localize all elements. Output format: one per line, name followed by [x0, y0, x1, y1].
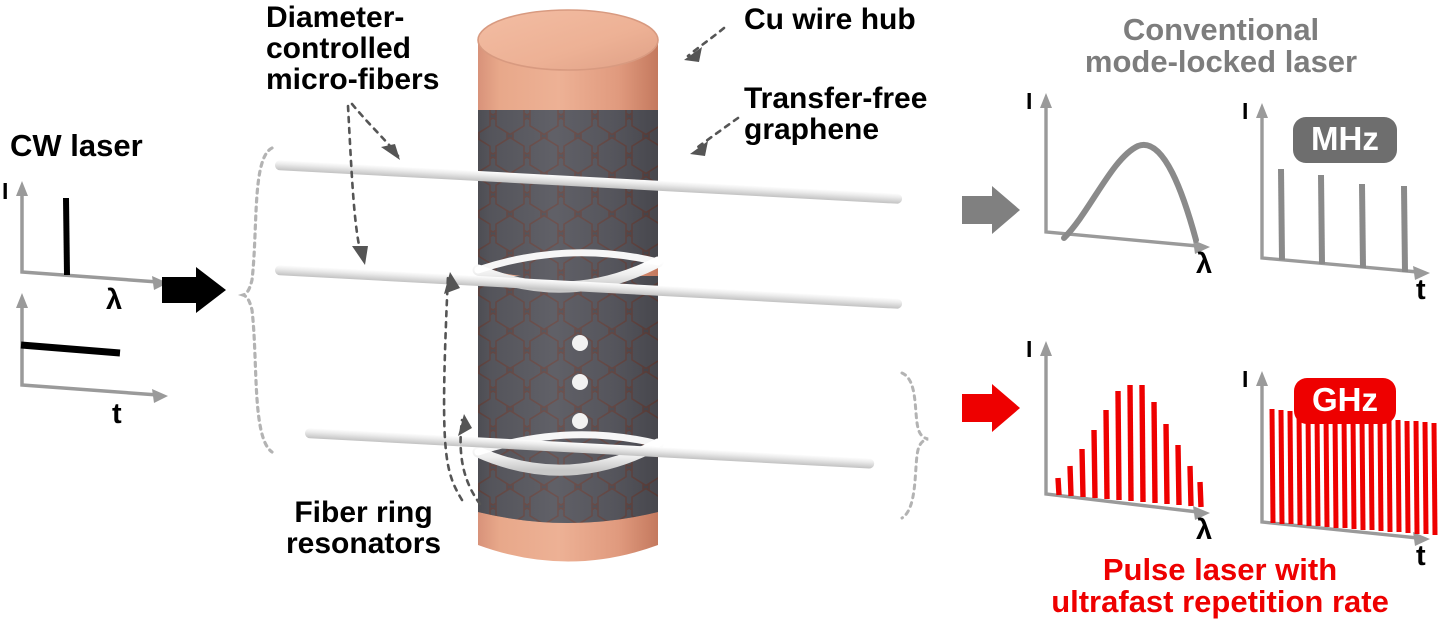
mhz-badge-text: MHz [1311, 120, 1379, 157]
ghz-spectrum-x-arrowhead [1193, 506, 1210, 520]
ghz-spectral-lines [1055, 384, 1204, 508]
cw-spectral-line [63, 197, 70, 276]
micro-fiber-rod-bottom [304, 428, 875, 469]
cw-continuous-wave-line [20, 341, 121, 357]
diameter-controlled-label: Diameter- controlled micro-fibers [266, 1, 440, 97]
cw-time-axes [20, 300, 159, 397]
cw-time-y-arrowhead [16, 293, 28, 308]
red-block-arrow-icon [962, 384, 1020, 432]
ghz-spectrum-x-axis-label: λ [1196, 514, 1213, 546]
cw-time-x-axis-label: t [112, 398, 122, 430]
conv-spectrum-envelope-curve [1061, 141, 1199, 243]
ghz-spectrum-y-axis-label: I [1026, 336, 1033, 362]
fiber-ring-resonators-label: Fiber ring resonators [286, 496, 442, 561]
ghz-pulse-y-arrowhead [1256, 371, 1268, 386]
conv-spectrum-x-arrowhead [1193, 240, 1210, 254]
cw-spectrum-axes [20, 188, 159, 284]
conv-pulse-axes [1260, 110, 1419, 274]
cw-time-plot [16, 293, 168, 403]
cw-spectrum-x-axis-label: λ [106, 284, 123, 316]
cw-spectrum-x-arrowhead [152, 276, 168, 290]
cw-spectrum-y-axis-label: I [2, 178, 9, 204]
conv-pulse-x-axis-label: t [1416, 274, 1426, 306]
micro-fiber-rod-top [274, 160, 903, 204]
ghz-badge: GHz [1294, 378, 1396, 424]
graphene-band-upper [478, 110, 658, 279]
ghz-pulse-y-axis-label: I [1242, 366, 1249, 392]
mhz-badge: MHz [1293, 117, 1397, 163]
conv-spectrum-axes [1044, 100, 1199, 248]
cw-laser-label: CW laser [10, 128, 143, 163]
transfer-free-graphene-label: Transfer-free graphene [744, 82, 928, 147]
copper-cylinder-top-face [478, 10, 658, 70]
left-dashed-brace-icon [237, 146, 274, 454]
ghz-pulse-axes [1260, 378, 1419, 540]
ellipsis-dots [572, 335, 588, 429]
ghz-pulse-x-arrowhead [1413, 532, 1430, 546]
conv-spectrum-y-axis-label: I [1026, 88, 1033, 114]
conv-pulse-y-arrowhead [1256, 103, 1268, 118]
conv-pulse-x-arrowhead [1413, 266, 1430, 280]
micro-fiber-rod-middle [274, 265, 903, 309]
ghz-spectrum-axes [1044, 348, 1199, 514]
conv-pulse-lines [1278, 168, 1408, 273]
conv-pulse-y-axis-label: I [1242, 98, 1249, 124]
ghz-pulse-x-axis-label: t [1416, 540, 1426, 572]
cw-spectrum-plot [16, 181, 168, 290]
conv-spectrum-y-arrowhead [1040, 93, 1052, 108]
cu-wire-hub-label: Cu wire hub [744, 3, 916, 36]
conv-spectrum-x-axis-label: λ [1196, 248, 1213, 280]
cw-time-x-arrowhead [152, 389, 168, 403]
ghz-badge-text: GHz [1312, 381, 1378, 418]
leader-arrowheads [352, 47, 708, 436]
gray-block-arrow-icon [962, 186, 1020, 234]
graphene-band-lower [478, 276, 658, 523]
ghz-pulse-lines [1269, 408, 1438, 536]
black-block-arrow-icon [162, 267, 226, 313]
ghz-spectrum-y-arrowhead [1040, 341, 1052, 356]
pulse-laser-caption: Pulse laser with ultrafast repetition ra… [1051, 552, 1389, 620]
copper-top-rim [477, 9, 659, 71]
right-dashed-brace-icon [900, 371, 929, 520]
cw-spectrum-y-arrowhead [16, 181, 28, 196]
conventional-label: Conventional mode-locked laser [1084, 12, 1358, 80]
